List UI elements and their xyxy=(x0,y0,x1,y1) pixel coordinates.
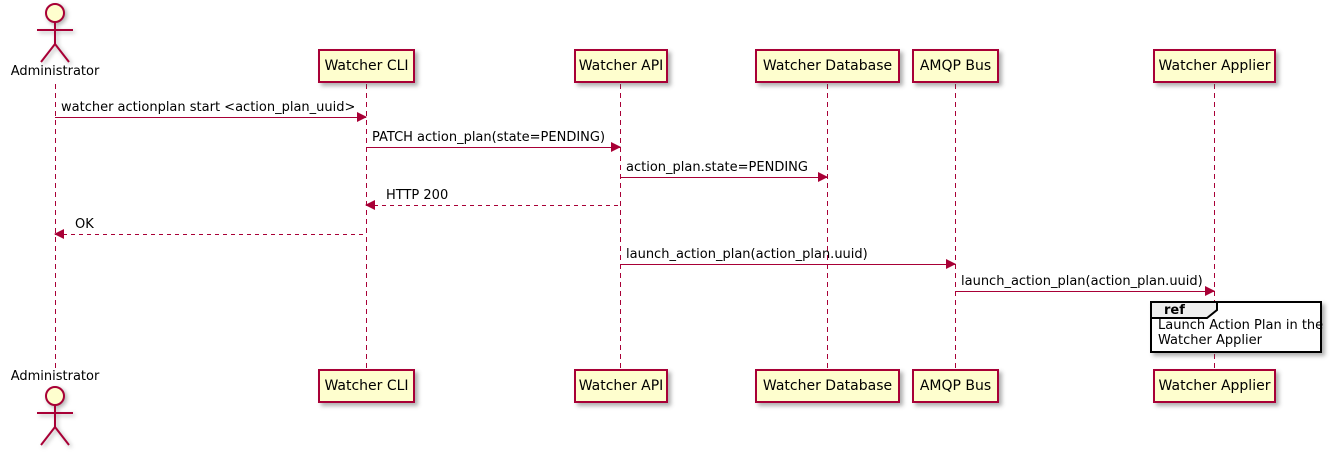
message-1-label: watcher actionplan start <action_plan_uu… xyxy=(61,100,356,115)
actor-icon-bottom xyxy=(37,386,73,446)
message-7: launch_action_plan(action_plan.uuid) xyxy=(955,274,1215,296)
message-2-line xyxy=(366,147,620,148)
participant-watcher-database-bottom: Watcher Database xyxy=(755,369,900,403)
lifeline-amqp-bus xyxy=(955,84,956,369)
participant-label: Watcher API xyxy=(578,58,664,74)
participant-watcher-cli-bottom: Watcher CLI xyxy=(318,369,415,403)
message-4: HTTP 200 xyxy=(365,188,620,210)
arrowhead-right-icon xyxy=(946,259,956,269)
message-5: OK xyxy=(54,217,366,239)
participant-watcher-applier-bottom: Watcher Applier xyxy=(1153,369,1276,403)
participant-watcher-applier-top: Watcher Applier xyxy=(1153,49,1276,83)
message-3: action_plan.state=PENDING xyxy=(620,160,828,182)
participant-amqp-bus-top: AMQP Bus xyxy=(912,49,999,83)
ref-keyword: ref xyxy=(1164,303,1185,318)
participant-label: AMQP Bus xyxy=(919,58,992,74)
participant-label: Watcher API xyxy=(578,378,664,394)
message-5-label: OK xyxy=(75,217,94,232)
participant-label: Watcher Applier xyxy=(1158,378,1271,394)
participant-label: AMQP Bus xyxy=(919,378,992,394)
arrowhead-left-icon xyxy=(54,229,64,239)
lifeline-watcher-api xyxy=(620,84,621,369)
message-6-label: launch_action_plan(action_plan.uuid) xyxy=(626,247,868,262)
lifeline-watcher-cli xyxy=(366,84,367,369)
participant-label: Watcher Database xyxy=(762,378,893,394)
participant-watcher-cli-top: Watcher CLI xyxy=(318,49,415,83)
arrowhead-right-icon xyxy=(611,142,621,152)
arrowhead-right-icon xyxy=(818,172,828,182)
message-1-line xyxy=(55,117,366,118)
actor-icon-top xyxy=(37,3,73,63)
message-4-label: HTTP 200 xyxy=(386,188,449,203)
participant-label: Watcher Applier xyxy=(1158,58,1271,74)
message-6-line xyxy=(620,264,955,265)
actor-label-bottom: Administrator xyxy=(10,369,100,384)
lifeline-watcher-database xyxy=(827,84,828,369)
message-7-line xyxy=(955,291,1214,292)
participant-watcher-database-top: Watcher Database xyxy=(755,49,900,83)
arrowhead-right-icon xyxy=(357,112,367,122)
participant-watcher-api-bottom: Watcher API xyxy=(574,369,668,403)
message-5-line xyxy=(55,234,366,235)
message-2: PATCH action_plan(state=PENDING) xyxy=(366,130,621,152)
ref-text: Launch Action Plan in the Watcher Applie… xyxy=(1158,318,1323,348)
arrowhead-right-icon xyxy=(1205,286,1215,296)
message-3-line xyxy=(620,177,827,178)
lifeline-administrator xyxy=(55,84,56,369)
message-3-label: action_plan.state=PENDING xyxy=(626,160,808,175)
message-6: launch_action_plan(action_plan.uuid) xyxy=(620,247,956,269)
participant-label: Watcher CLI xyxy=(324,58,409,74)
actor-label-top: Administrator xyxy=(10,64,100,79)
message-1: watcher actionplan start <action_plan_uu… xyxy=(55,100,367,122)
participant-label: Watcher Database xyxy=(762,58,893,74)
message-4-line xyxy=(366,205,620,206)
message-2-label: PATCH action_plan(state=PENDING) xyxy=(372,130,606,145)
participant-label: Watcher CLI xyxy=(324,378,409,394)
ref-tab-icon xyxy=(1150,301,1218,319)
arrowhead-left-icon xyxy=(365,200,375,210)
ref-text-line1: Launch Action Plan in the xyxy=(1158,318,1324,333)
participant-amqp-bus-bottom: AMQP Bus xyxy=(912,369,999,403)
lifeline-watcher-applier xyxy=(1214,84,1215,369)
message-7-label: launch_action_plan(action_plan.uuid) xyxy=(961,274,1203,289)
ref-fragment: ref Launch Action Plan in the Watcher Ap… xyxy=(1150,301,1323,353)
ref-text-line2: Watcher Applier xyxy=(1158,333,1262,348)
participant-watcher-api-top: Watcher API xyxy=(574,49,668,83)
